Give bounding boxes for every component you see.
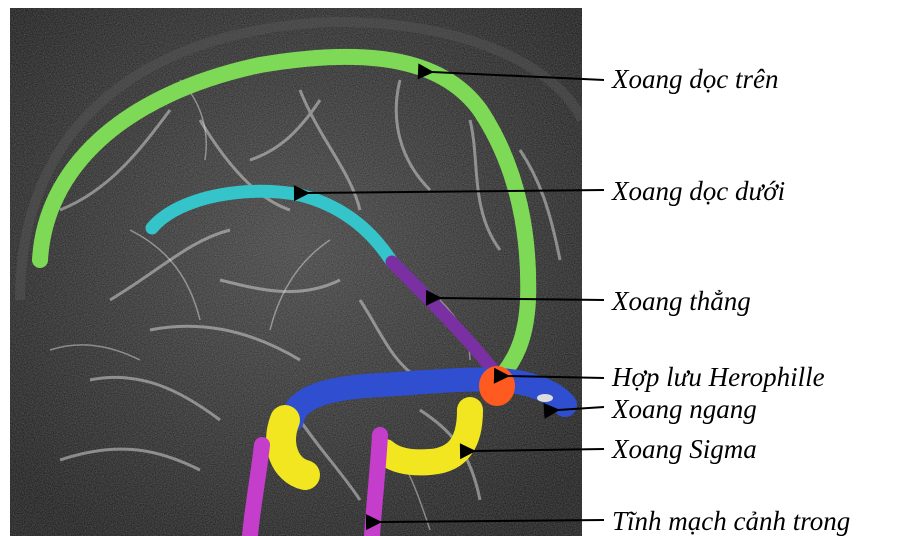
label-internal-jugular-vein: Tĩnh mạch cảnh trong <box>612 508 850 535</box>
internal-jugular-vein-right <box>372 435 380 536</box>
transverse-sinus-tip <box>537 394 553 402</box>
label-inferior-sagittal-sinus: Xoang dọc dưới <box>612 178 785 205</box>
mri-scan <box>10 8 582 536</box>
label-confluence-of-sinuses: Hợp lưu Herophille <box>612 364 825 391</box>
label-straight-sinus: Xoang thẳng <box>612 288 751 315</box>
label-sigmoid-sinus: Xoang Sigma <box>612 436 757 463</box>
label-transverse-sinus: Xoang ngang <box>612 396 757 423</box>
label-superior-sagittal-sinus: Xoang dọc trên <box>612 66 778 93</box>
confluence-of-sinuses <box>479 366 515 406</box>
